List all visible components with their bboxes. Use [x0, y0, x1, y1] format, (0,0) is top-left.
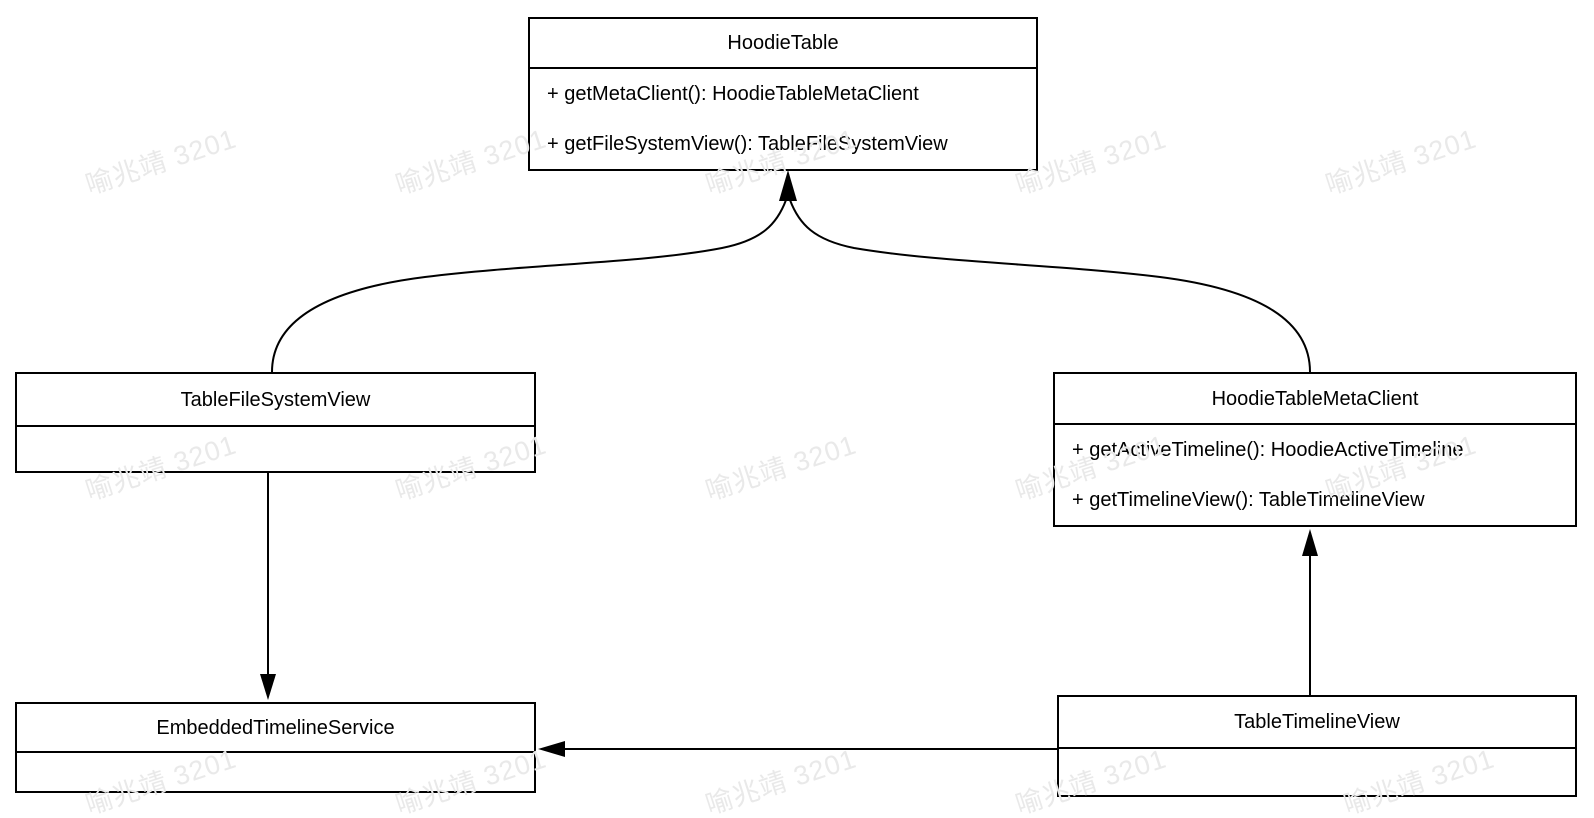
class-box-embeddedtimelineservice: EmbeddedTimelineService	[15, 702, 536, 793]
class-body-tabletimelineview	[1059, 749, 1575, 795]
class-name-embeddedtimelineservice: EmbeddedTimelineService	[17, 704, 534, 753]
class-body-hoodietable: + getMetaClient(): HoodieTableMetaClient…	[530, 69, 1036, 169]
method-gettimelineview: + getTimelineView(): TableTimelineView	[1072, 488, 1425, 511]
class-body-hoodietablemetaclient: + getActiveTimeline(): HoodieActiveTimel…	[1055, 425, 1575, 525]
relation-hoodietablemetaclient-to-hoodietable	[789, 199, 1311, 373]
class-name-tabletimelineview: TableTimelineView	[1059, 697, 1575, 749]
class-body-tablefilesystemview	[17, 427, 534, 471]
arrowhead-up-hoodietablemetaclient	[1302, 529, 1318, 556]
arrowhead-up-hoodietable	[779, 170, 797, 201]
method-getfilesystemview: + getFileSystemView(): TableFileSystemVi…	[547, 132, 948, 155]
class-name-hoodietable: HoodieTable	[530, 19, 1036, 69]
arrowhead-down-embeddedtimelineservice	[260, 674, 276, 700]
class-box-tablefilesystemview: TableFileSystemView	[15, 372, 536, 473]
class-box-hoodietablemetaclient: HoodieTableMetaClient + getActiveTimelin…	[1053, 372, 1577, 527]
class-box-hoodietable: HoodieTable + getMetaClient(): HoodieTab…	[528, 17, 1038, 171]
class-name-hoodietablemetaclient: HoodieTableMetaClient	[1055, 374, 1575, 425]
arrowhead-left-embeddedtimelineservice	[538, 741, 565, 757]
class-box-tabletimelineview: TableTimelineView	[1057, 695, 1577, 797]
method-getmetaclient: + getMetaClient(): HoodieTableMetaClient	[547, 82, 919, 105]
relation-tablefilesystemview-to-hoodietable	[271, 199, 787, 373]
class-body-embeddedtimelineservice	[17, 753, 534, 791]
class-name-tablefilesystemview: TableFileSystemView	[17, 374, 534, 427]
method-getactivetimeline: + getActiveTimeline(): HoodieActiveTimel…	[1072, 438, 1464, 461]
